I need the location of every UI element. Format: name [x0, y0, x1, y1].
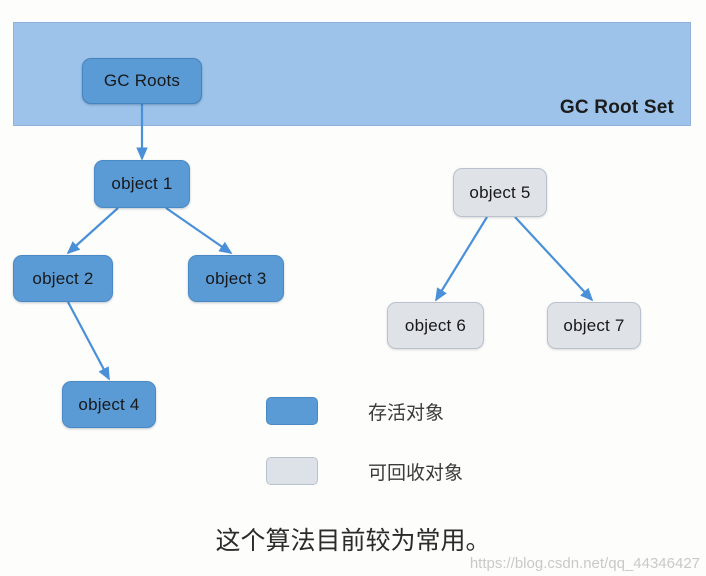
edge-object-1-object-3 — [165, 207, 233, 255]
legend-swatch-garbage-icon — [266, 457, 318, 485]
node-gc-roots-label: GC Roots — [103, 71, 181, 90]
node-object-1[interactable]: object 1 — [94, 160, 190, 208]
node-object-7[interactable]: object 7 — [547, 302, 641, 349]
node-object-3[interactable]: object 3 — [188, 255, 284, 302]
edge-object-1-object-2 — [66, 207, 119, 255]
legend-label-garbage: 可回收对象 — [368, 461, 464, 484]
watermark: https://blog.csdn.net/qq_44346427 — [469, 555, 700, 572]
legend-label-alive: 存活对象 — [368, 401, 445, 424]
legend-item-garbage: 可回收对象 — [266, 452, 463, 490]
node-object-7-label: object 7 — [563, 315, 625, 335]
edge-object-5-object-6 — [435, 216, 488, 302]
node-object-2[interactable]: object 2 — [13, 255, 113, 302]
legend-swatch-alive-icon — [266, 397, 318, 425]
edge-object-2-object-4 — [67, 301, 110, 381]
node-object-4[interactable]: object 4 — [62, 381, 156, 428]
caption-text: 这个算法目前较为常用。 — [215, 526, 491, 555]
legend: 存活对象 可回收对象 — [266, 392, 463, 512]
node-object-3-label: object 3 — [205, 268, 267, 288]
node-object-6[interactable]: object 6 — [387, 302, 484, 349]
node-object-5-label: object 5 — [469, 182, 531, 202]
node-object-4-label: object 4 — [78, 394, 140, 414]
node-object-6-label: object 6 — [404, 315, 467, 335]
node-object-2-label: object 2 — [32, 268, 94, 288]
node-gc-roots[interactable]: GC Roots — [82, 58, 202, 104]
gc-root-set-label: GC Root Set — [559, 97, 674, 118]
node-object-5[interactable]: object 5 — [453, 168, 547, 217]
edge-object-5-object-7 — [514, 216, 594, 302]
legend-item-alive: 存活对象 — [266, 392, 463, 430]
node-object-1-label: object 1 — [111, 174, 173, 193]
